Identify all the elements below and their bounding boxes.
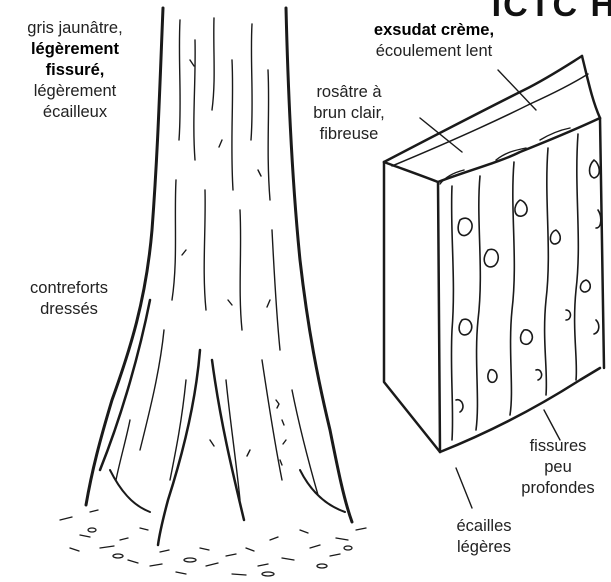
label-inner-bark-line1: rosâtre à	[296, 82, 402, 103]
label-fissures: fissures peu profondes	[506, 436, 610, 499]
label-bark-color-line1: gris jaunâtre,	[2, 18, 148, 39]
label-buttresses-line2: dressés	[12, 299, 126, 320]
label-inner-bark-line3: fibreuse	[296, 124, 402, 145]
label-bark-color-line5: écailleux	[2, 102, 148, 123]
label-bark-color: gris jaunâtre, légèrement fissuré, légèr…	[2, 18, 148, 123]
label-fissures-line3: profondes	[506, 478, 610, 499]
label-exudate: exsudat crème, écoulement lent	[340, 20, 528, 62]
label-bark-color-line2: légèrement	[2, 39, 148, 60]
label-bark-color-line4: légèrement	[2, 81, 148, 102]
label-exudate-line2: écoulement lent	[340, 41, 528, 62]
label-fissures-line2: peu	[506, 457, 610, 478]
label-bark-color-line3: fissuré,	[2, 60, 148, 81]
label-scales-line2: légères	[432, 537, 536, 558]
label-inner-bark-line2: brun clair,	[296, 103, 402, 124]
label-exudate-line1: exsudat crème,	[340, 20, 528, 41]
label-scales: écailles légères	[432, 516, 536, 558]
label-inner-bark: rosâtre à brun clair, fibreuse	[296, 82, 402, 145]
label-scales-line1: écailles	[432, 516, 536, 537]
label-buttresses-line1: contreforts	[12, 278, 126, 299]
ground-litter	[60, 510, 366, 576]
bark-block	[384, 56, 604, 452]
label-buttresses: contreforts dressés	[12, 278, 126, 320]
label-fissures-line1: fissures	[506, 436, 610, 457]
